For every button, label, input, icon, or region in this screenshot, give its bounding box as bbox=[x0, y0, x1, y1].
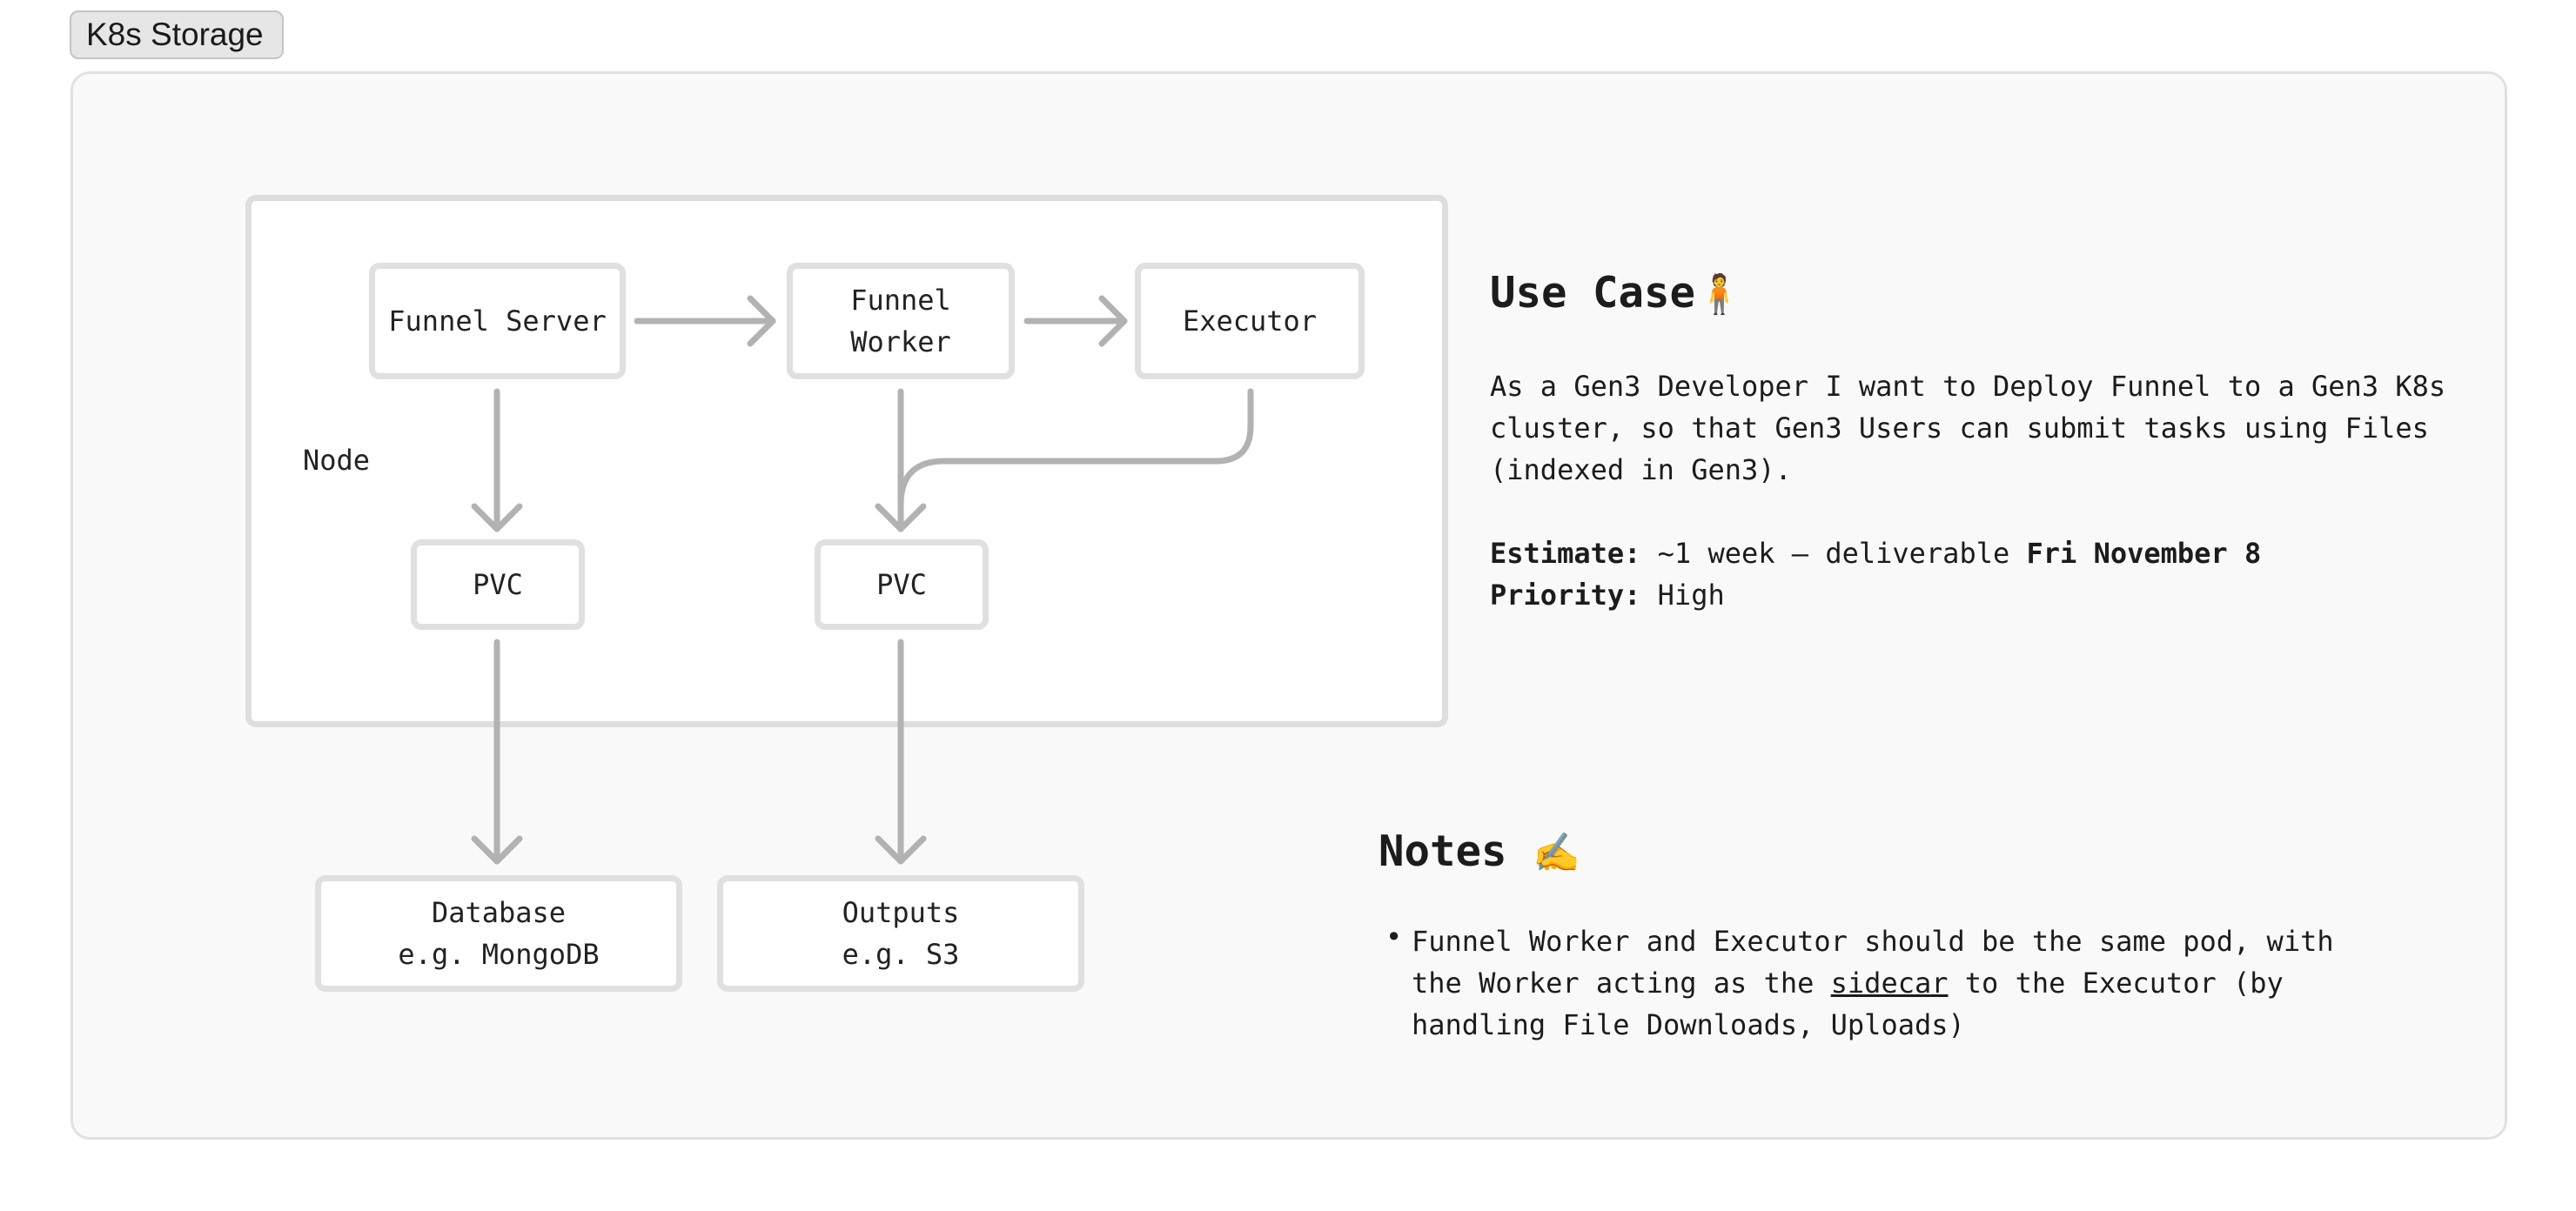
notes-title: Notes bbox=[1379, 826, 1507, 876]
arrow-executor-to-pvc bbox=[897, 388, 1254, 532]
arrow-worker-to-executor-head bbox=[1098, 295, 1128, 347]
notes-heading[interactable]: Notes ✍️ bbox=[1379, 826, 1580, 876]
arrow-server-to-pvc-head bbox=[471, 503, 523, 532]
executor-box[interactable]: Executor bbox=[1135, 263, 1365, 379]
use-case-title: Use Case bbox=[1490, 268, 1696, 318]
person-standing-icon: 🧍 bbox=[1695, 272, 1743, 317]
use-case-description[interactable]: As a Gen3 Developer I want to Deploy Fun… bbox=[1490, 365, 2445, 491]
arrow-server-to-worker-head bbox=[747, 295, 776, 347]
bullet-icon: • bbox=[1385, 920, 1403, 953]
priority-line: Priority: High bbox=[1490, 574, 2261, 616]
estimate-line: Estimate: ~1 week — deliverable Fri Nove… bbox=[1490, 532, 2261, 574]
note-line-1[interactable]: Funnel Worker and Executor should be the… bbox=[1412, 925, 2334, 958]
funnel-server-box[interactable]: Funnel Server bbox=[369, 263, 626, 379]
estimate-text: ~1 week — deliverable bbox=[1640, 537, 2027, 570]
use-case-line-3: (indexed in Gen3). bbox=[1490, 453, 1792, 486]
sidecar-link[interactable]: sidecar bbox=[1830, 967, 1949, 1000]
note-line-2-end: to the Executor (by bbox=[1948, 967, 2284, 1000]
pvc-right-box[interactable]: PVC bbox=[815, 539, 989, 630]
funnel-worker-box[interactable]: Funnel Worker bbox=[787, 263, 1015, 379]
pvc-left-box[interactable]: PVC bbox=[411, 539, 585, 630]
estimate-date: Fri November 8 bbox=[2026, 537, 2262, 570]
priority-label: Priority: bbox=[1490, 579, 1641, 612]
use-case-line-2: cluster, so that Gen3 Users can submit t… bbox=[1490, 411, 2429, 445]
note-line-2-start: the Worker acting as the bbox=[1412, 967, 1831, 1000]
outputs-box[interactable]: Outputs e.g. S3 bbox=[717, 875, 1084, 992]
arrow-pvc-to-database-head bbox=[471, 835, 523, 865]
arrow-pvc-to-outputs-head bbox=[875, 835, 927, 865]
use-case-line-1: As a Gen3 Developer I want to Deploy Fun… bbox=[1490, 370, 2446, 403]
node-label[interactable]: Node bbox=[303, 444, 371, 477]
estimate-priority-block[interactable]: Estimate: ~1 week — deliverable Fri Nove… bbox=[1490, 532, 2261, 616]
estimate-label: Estimate: bbox=[1490, 537, 1641, 570]
use-case-heading[interactable]: Use Case🧍 bbox=[1490, 268, 1743, 318]
database-box[interactable]: Database e.g. MongoDB bbox=[315, 875, 682, 992]
writing-hand-icon: ✍️ bbox=[1533, 831, 1580, 875]
priority-value: High bbox=[1640, 579, 1725, 612]
note-line-3[interactable]: handling File Downloads, Uploads) bbox=[1412, 1008, 1965, 1041]
frame-title[interactable]: K8s Storage bbox=[70, 10, 284, 59]
note-line-2[interactable]: the Worker acting as the sidecar to the … bbox=[1412, 962, 2284, 1004]
